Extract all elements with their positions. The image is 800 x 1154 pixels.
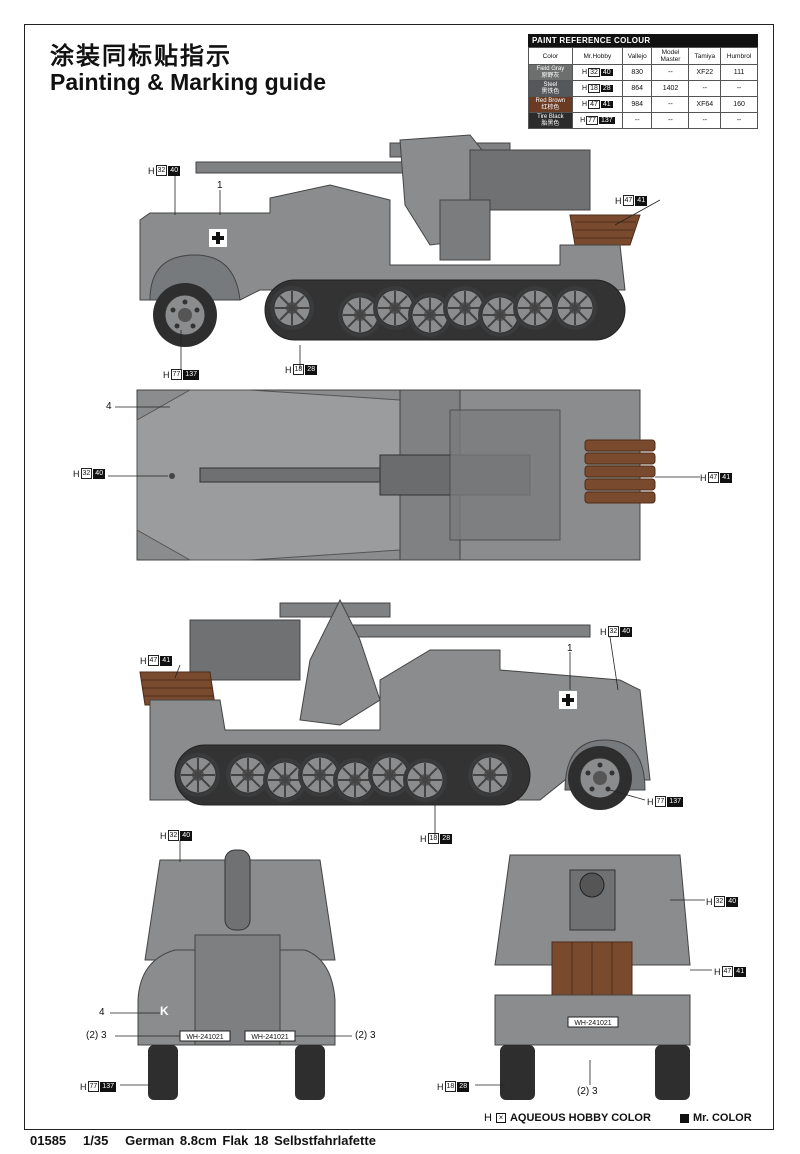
front-view: WH-241021 WH-241021 K xyxy=(137,849,336,1100)
vallejo-code: -- xyxy=(621,112,653,129)
marker-1-top: 1 xyxy=(217,180,223,191)
aqueous-box-icon: × xyxy=(495,1113,506,1123)
footer-title: 01585 1/35 German 8.8cm Flak 18 Selbstfa… xyxy=(30,1133,376,1148)
mr-color-box-icon xyxy=(680,1113,689,1123)
paint-reference-table: PAINT REFERENCE COLOUR Color Mr.Hobby Va… xyxy=(528,34,758,129)
legend-mr-color: Mr. COLOR xyxy=(680,1112,752,1124)
page-frame xyxy=(24,24,774,1130)
marker-2-3-rear: (2) 3 xyxy=(577,1086,598,1097)
kit-name: German 8.8cm Flak 18 Selbstfahrlafette xyxy=(125,1133,376,1148)
model-master-code: -- xyxy=(651,112,690,129)
marker-2-3-front-right: (2) 3 xyxy=(355,1030,376,1041)
kit-code: 01585 xyxy=(30,1133,67,1148)
legend-aqueous: H× AQUEOUS HOBBY COLOR xyxy=(484,1112,651,1124)
plate-front-left: WH-241021 xyxy=(186,1034,223,1041)
paint-reference-title: PAINT REFERENCE COLOUR xyxy=(528,34,758,47)
marker-4-top: 4 xyxy=(106,401,112,412)
k-marking: K xyxy=(160,1004,169,1018)
plate-front-right: WH-241021 xyxy=(251,1034,288,1041)
side-view-left xyxy=(139,134,641,348)
kit-scale: 1/35 xyxy=(83,1133,109,1148)
marker-4-front: 4 xyxy=(99,1007,105,1018)
top-view xyxy=(136,389,656,561)
marker-2-3-front-left: (2) 3 xyxy=(86,1030,107,1041)
rear-view: WH-241021 xyxy=(494,854,691,1100)
tamiya-code: -- xyxy=(688,112,722,129)
side-view-right xyxy=(139,598,651,811)
plate-rear: WH-241021 xyxy=(574,1020,611,1027)
title-english: Painting & Marking guide xyxy=(50,69,327,95)
humbrol-code: -- xyxy=(720,112,758,129)
title-chinese: 涂装同标贴指示 xyxy=(50,42,232,70)
marker-1-side: 1 xyxy=(567,643,573,654)
